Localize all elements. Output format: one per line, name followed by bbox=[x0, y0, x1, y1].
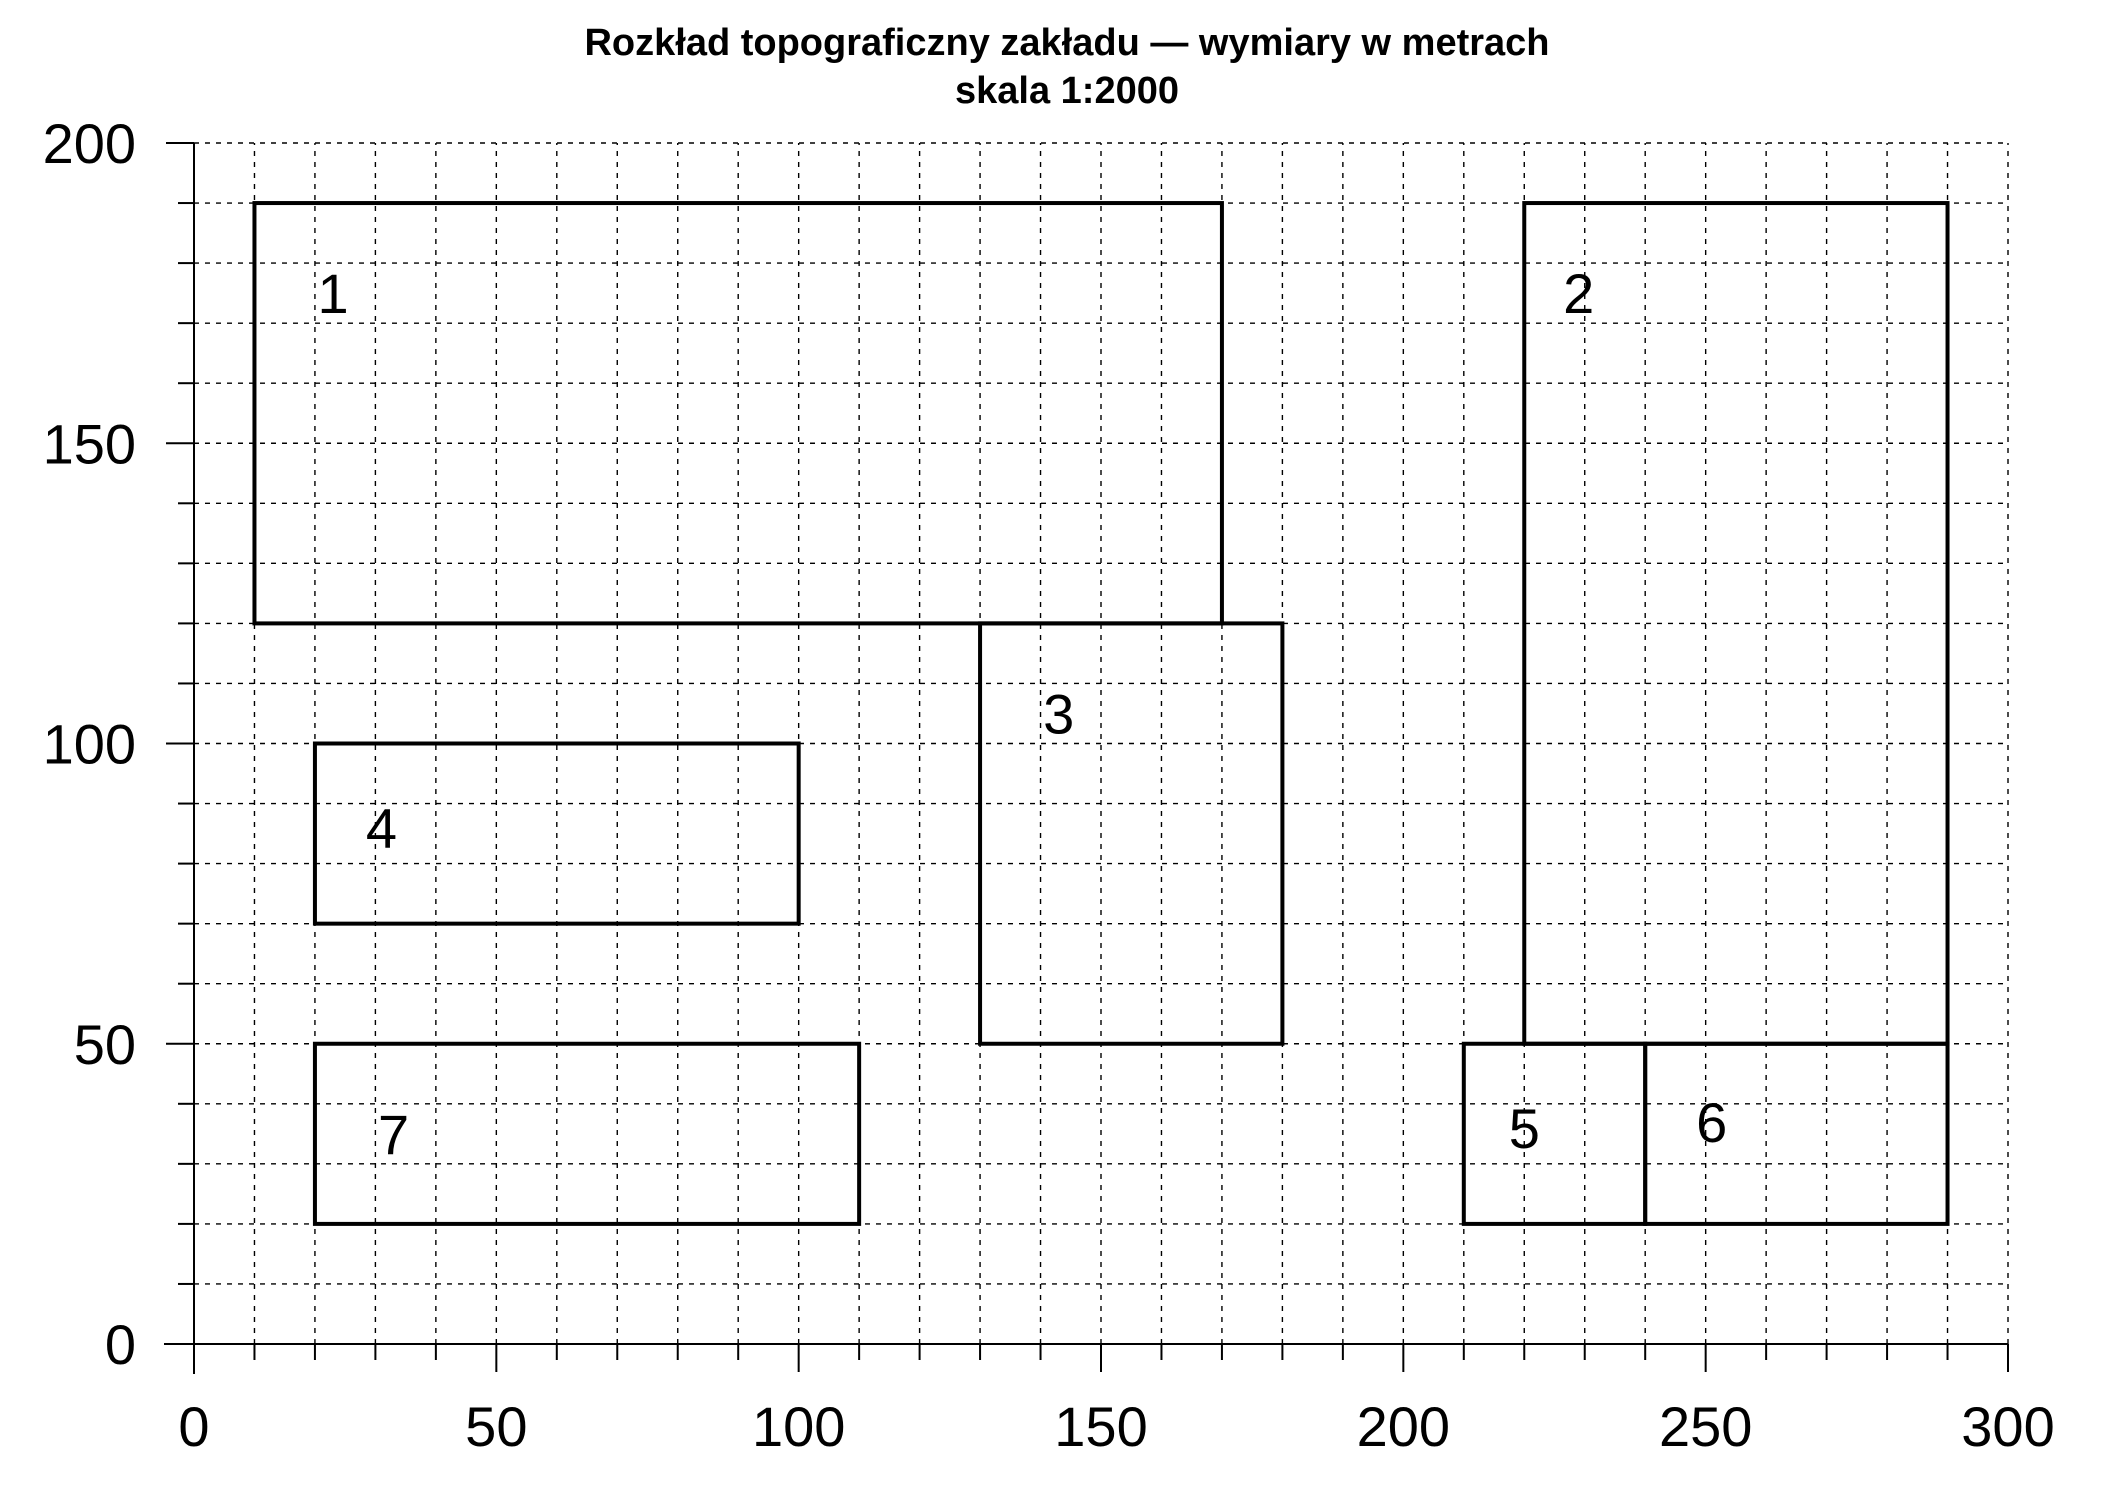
building-5: 5 bbox=[1461, 1041, 1648, 1226]
building-number-label: 2 bbox=[1563, 262, 1594, 325]
building-1: 1 bbox=[252, 201, 1224, 626]
building-7: 7 bbox=[312, 1041, 862, 1226]
axes bbox=[164, 143, 2008, 1374]
x-tick-label: 0 bbox=[178, 1395, 209, 1458]
building-4: 4 bbox=[312, 741, 801, 926]
y-tick-label: 0 bbox=[105, 1313, 136, 1376]
x-tick-label: 250 bbox=[1659, 1395, 1752, 1458]
x-tick-label: 200 bbox=[1357, 1395, 1450, 1458]
building-6: 6 bbox=[1643, 1041, 1950, 1226]
x-tick-label: 50 bbox=[465, 1395, 527, 1458]
building-number-label: 5 bbox=[1509, 1097, 1540, 1160]
x-tick-label: 300 bbox=[1961, 1395, 2054, 1458]
building-outline bbox=[252, 201, 1224, 626]
building-outline bbox=[1643, 1041, 1950, 1226]
building-outline bbox=[1461, 1041, 1648, 1226]
plan-title: Rozkład topograficzny zakładu — wymiary … bbox=[584, 22, 1549, 64]
building-number-label: 7 bbox=[378, 1103, 409, 1166]
building-outline bbox=[312, 1041, 862, 1226]
building-3: 3 bbox=[978, 621, 1285, 1046]
building-number-label: 4 bbox=[366, 797, 397, 860]
y-axis-ticks: 0 50 100 150 200 bbox=[43, 112, 194, 1376]
y-tick-label: 150 bbox=[43, 412, 136, 475]
building-number-label: 6 bbox=[1696, 1091, 1727, 1154]
buildings: 1 2 3 4 5 6 7 bbox=[252, 201, 1950, 1226]
y-tick-label: 100 bbox=[43, 713, 136, 776]
x-tick-label: 100 bbox=[752, 1395, 845, 1458]
building-outline bbox=[978, 621, 1285, 1046]
y-tick-label: 200 bbox=[43, 112, 136, 175]
building-number-label: 3 bbox=[1043, 682, 1074, 745]
plan-subtitle: skala 1:2000 bbox=[955, 70, 1179, 112]
y-tick-label: 50 bbox=[74, 1013, 136, 1076]
building-outline bbox=[312, 741, 801, 926]
x-axis-ticks: 0 50 100 150 200 250 300 bbox=[178, 1344, 2055, 1458]
x-tick-label: 150 bbox=[1054, 1395, 1147, 1458]
building-number-label: 1 bbox=[317, 262, 348, 325]
